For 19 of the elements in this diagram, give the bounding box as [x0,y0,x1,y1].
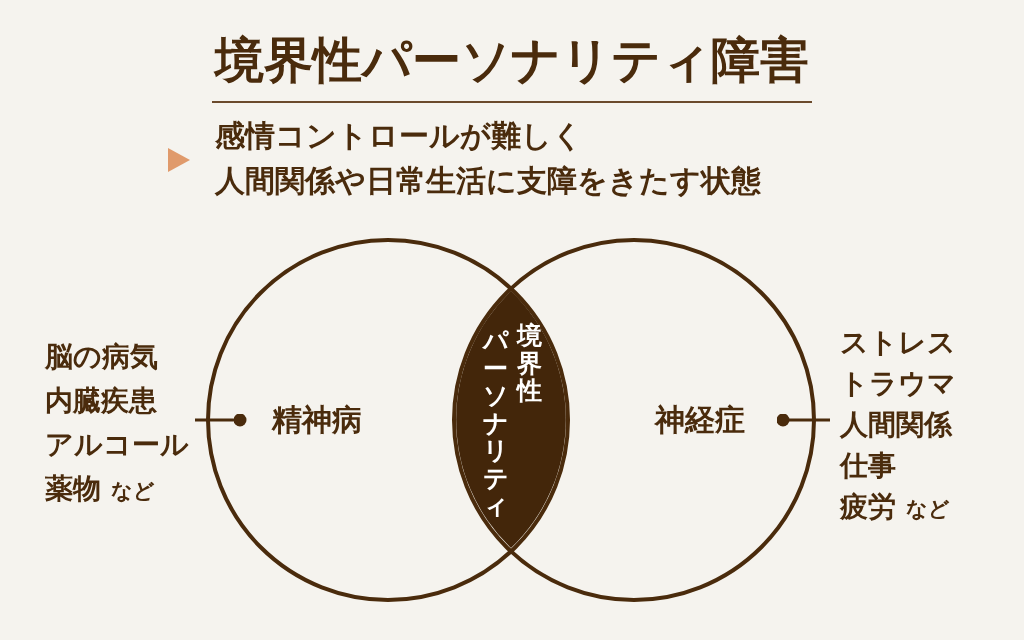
leader-line [776,413,830,427]
list-item: 疲労 など [840,489,950,525]
circle-label: 精神病 [272,402,362,438]
list-item: 仕事 [840,448,896,484]
list-item: トラウマ [840,366,956,402]
list-item: 薬物 など [45,471,155,507]
title: 境界性パーソナリティ障害 [215,31,809,91]
leader-line [195,413,247,427]
list-item: 脳の病気 [45,339,158,375]
circle-label: 神経症 [655,402,745,438]
bullet-text: 人間関係や日常生活に支障をきたす状態 [215,162,761,200]
list-item: 内臓疾患 [45,383,157,419]
list-item: ストレス [840,325,956,361]
list-item: アルコール [45,427,189,463]
venn-circle [452,238,816,602]
overlap-region [456,291,566,548]
venn-circle [206,238,570,602]
list-item: 人間関係 [840,407,952,443]
bullet-text: 感情コントロールが難しく [215,117,583,155]
